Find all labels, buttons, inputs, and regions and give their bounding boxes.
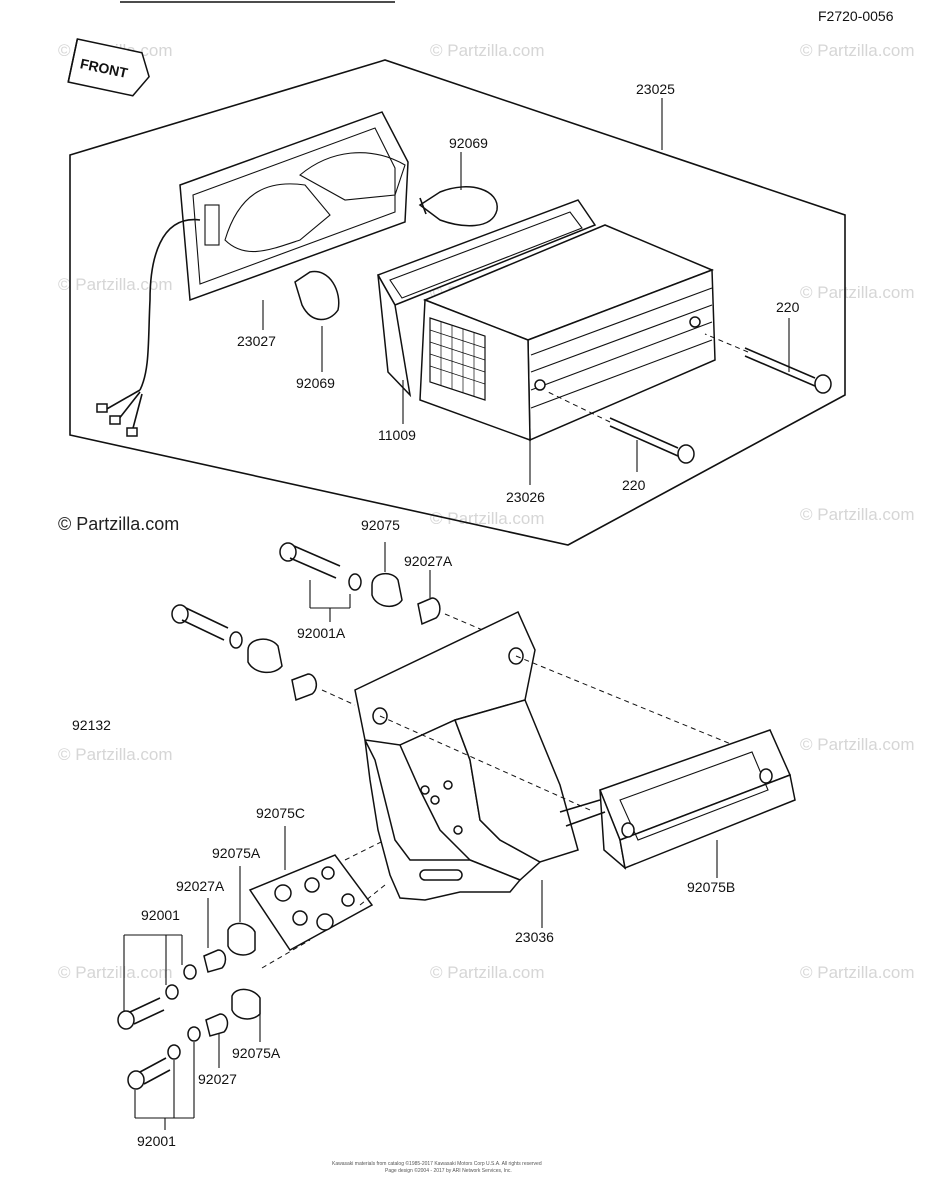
bracket-92132 — [354, 610, 579, 901]
watermark: © Partzilla.com — [430, 41, 545, 60]
collar-92027A-upper — [417, 570, 441, 626]
watermark: © Partzilla.com — [430, 509, 545, 528]
washer-92001-top — [165, 964, 197, 1000]
watermark: © Partzilla.com — [430, 963, 545, 982]
part-label[interactable]: 11009 — [378, 427, 416, 443]
watermark: © Partzilla.com — [800, 963, 915, 982]
bolt-92001-top — [117, 997, 165, 1030]
grommet-plate-92075C — [248, 839, 386, 969]
diagram-code: F2720-0056 — [818, 8, 894, 24]
footer-line-2: Page design ©2004 - 2017 by ARI Network … — [385, 1167, 512, 1174]
part-label[interactable]: 23026 — [506, 489, 545, 505]
lamp-base-23027 — [96, 111, 409, 437]
part-label[interactable]: 23025 — [636, 81, 675, 97]
part-label[interactable]: 92027A — [404, 553, 453, 569]
bolt-92001A-lower — [171, 604, 356, 706]
screw-220-bottom — [547, 391, 695, 464]
watermark: © Partzilla.com — [800, 735, 915, 754]
part-label[interactable]: 23027 — [237, 333, 276, 349]
grommet-92075A-top — [227, 922, 256, 956]
part-label[interactable]: 92075A — [212, 845, 261, 861]
copyright-notice: © Partzilla.com — [58, 514, 179, 534]
part-label[interactable]: 220 — [622, 477, 646, 493]
part-label[interactable]: 92027 — [198, 1071, 237, 1087]
axis-line — [515, 655, 771, 761]
bolt-92001-bottom — [127, 1057, 171, 1090]
collar-92027-bottom — [205, 1013, 229, 1037]
part-label[interactable]: 220 — [776, 299, 800, 315]
bolt-92001A-upper — [279, 542, 362, 622]
part-label[interactable]: 92027A — [176, 878, 225, 894]
watermark: © Partzilla.com — [800, 283, 915, 302]
screw-220-top — [704, 333, 832, 394]
assembly-outline-23025 — [69, 59, 846, 546]
watermark: © Partzilla.com — [58, 963, 173, 982]
part-label[interactable]: 92001A — [297, 625, 346, 641]
part-label[interactable]: 92001 — [141, 907, 180, 923]
bulb-92069-bottom — [294, 270, 340, 321]
bulb-92069-top — [418, 186, 498, 227]
part-label[interactable]: 92075 — [361, 517, 400, 533]
footer-line-1: Kawasaki materials from catalog ©1985-20… — [332, 1160, 542, 1167]
part-label[interactable]: 92075C — [256, 805, 305, 821]
part-label[interactable]: 92069 — [296, 375, 335, 391]
lens-23026 — [419, 224, 716, 442]
bracket-tab — [559, 799, 601, 813]
grommet-92075-upper — [371, 542, 403, 607]
watermark: © Partzilla.com — [800, 505, 915, 524]
grommet-92075A-bottom — [231, 988, 261, 1020]
leader-lines-upper — [262, 98, 790, 485]
watermark: © Partzilla.com — [58, 275, 173, 294]
part-label[interactable]: 23036 — [515, 929, 554, 945]
watermark: © Partzilla.com — [800, 41, 915, 60]
part-label[interactable]: 92075B — [687, 879, 735, 895]
reflector-92075B — [599, 729, 796, 870]
watermark: © Partzilla.com — [58, 745, 173, 764]
washer-92001-bottom — [167, 1026, 201, 1060]
front-tag: FRONT — [67, 38, 150, 97]
part-label[interactable]: 92132 — [72, 717, 111, 733]
leader-lines-lower — [123, 826, 718, 1130]
gasket-11009 — [376, 199, 597, 398]
bracket-tab — [565, 811, 606, 827]
part-label[interactable]: 92069 — [449, 135, 488, 151]
part-label[interactable]: 92001 — [137, 1133, 176, 1149]
collar-92027A-mid — [203, 949, 227, 973]
part-label[interactable]: 92075A — [232, 1045, 281, 1061]
axis-line — [379, 715, 591, 811]
